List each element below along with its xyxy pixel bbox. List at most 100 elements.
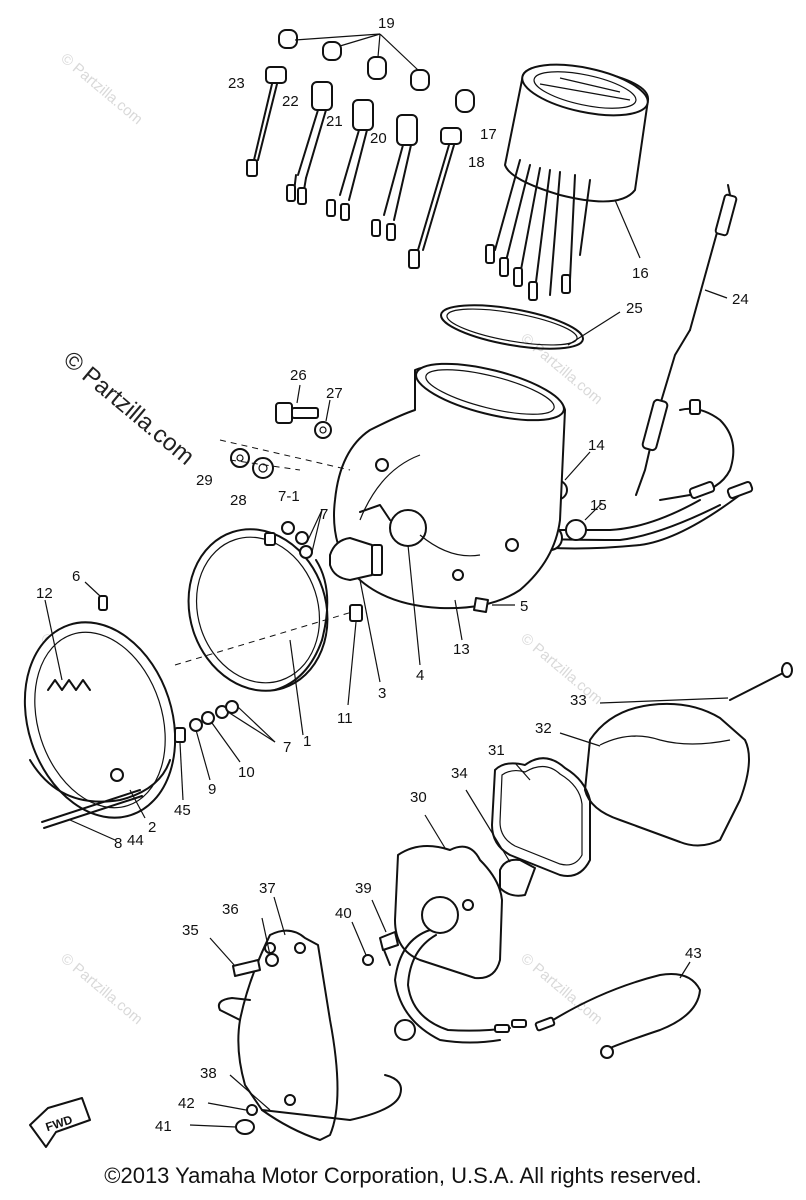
label-25: 25 (626, 300, 643, 317)
part-26-bolt (275, 384, 319, 424)
part-3-bulb (329, 537, 383, 683)
part-17-bulb (455, 89, 475, 113)
part-25-ring (440, 304, 621, 350)
label-18: 18 (468, 154, 485, 171)
part-43-ground-lead (534, 961, 701, 1059)
label-39: 39 (355, 880, 372, 897)
label-31: 31 (488, 742, 505, 759)
part-29-washer (230, 448, 250, 468)
label-40: 40 (335, 905, 352, 922)
label-20: 20 (370, 130, 387, 147)
copyright-footer: ©2013 Yamaha Motor Corporation, U.S.A. A… (104, 1163, 702, 1188)
label-16: 16 (632, 265, 649, 282)
part-31-gasket (491, 757, 591, 877)
part-12-spring (44, 599, 91, 691)
label-13: 13 (453, 641, 470, 658)
part-16-meter (485, 63, 650, 301)
label-41: 41 (155, 1118, 172, 1135)
part-4-socket (407, 544, 421, 666)
label-19: 19 (378, 15, 395, 32)
watermark: © Partzilla.com (517, 630, 605, 708)
part-6-screw (84, 581, 108, 611)
part-33-screw (599, 662, 793, 704)
label-7-1: 7-1 (278, 488, 300, 505)
part-13-headlight-case (333, 362, 566, 641)
part-20-socket (371, 114, 418, 241)
part-18-socket (408, 127, 462, 269)
label-29: 29 (196, 472, 213, 489)
label-33: 33 (570, 692, 587, 709)
label-5: 5 (520, 598, 528, 615)
part-44-washer (110, 768, 124, 782)
label-9: 9 (208, 781, 216, 798)
label-37: 37 (259, 880, 276, 897)
label-42: 42 (178, 1095, 195, 1112)
label-8: 8 (114, 835, 122, 852)
part-5-screw (473, 597, 515, 613)
label-30: 30 (410, 789, 427, 806)
part-32-lens (559, 702, 750, 847)
label-21: 21 (326, 113, 343, 130)
part-19-caps (278, 29, 430, 91)
label-26: 26 (290, 367, 307, 384)
part-30-base (394, 814, 503, 980)
part-36-washer (261, 917, 279, 967)
watermark: © Partzilla.com (57, 950, 145, 1028)
watermark: © Partzilla.com (517, 950, 605, 1028)
label-7-top: 7 (320, 506, 328, 523)
label-38: 38 (200, 1065, 217, 1082)
part-40-washer (351, 921, 374, 966)
part-23-socket (246, 66, 287, 177)
label-15: 15 (590, 497, 607, 514)
part-41-nut (189, 1119, 255, 1135)
part-27-washer (314, 399, 332, 439)
label-17: 17 (480, 126, 497, 143)
label-27: 27 (326, 385, 343, 402)
part-8-bolt (41, 789, 143, 841)
label-23: 23 (228, 75, 245, 92)
part-7-screws (295, 509, 323, 559)
label-11: 11 (337, 710, 353, 727)
label-14: 14 (588, 437, 605, 454)
part-45-spacer (174, 727, 186, 801)
label-12: 12 (36, 585, 53, 602)
watermark: © Partzilla.com (57, 50, 145, 128)
label-45: 45 (174, 802, 191, 819)
fwd-arrow: FWD (29, 1097, 91, 1148)
part-34-bulb (465, 789, 536, 897)
label-7-bottom: 7 (283, 739, 291, 756)
part-24-cable (635, 184, 738, 501)
label-2: 2 (148, 819, 156, 836)
part-39-bolt (371, 899, 399, 966)
part-11-adjuster (174, 604, 363, 706)
part-tail-wiring (394, 929, 527, 1044)
part-42-washer (207, 1102, 258, 1116)
part-28-nut (252, 457, 274, 479)
part-10-nut (201, 711, 241, 763)
part-number-labels: 19 23 22 21 20 17 18 16 24 25 26 27 14 2… (36, 15, 749, 1135)
label-1: 1 (303, 733, 311, 750)
assembly-line (219, 439, 351, 471)
part-9-washer (189, 718, 211, 781)
label-6: 6 (72, 568, 80, 585)
part-22-socket (286, 81, 333, 205)
label-35: 35 (182, 922, 199, 939)
label-4: 4 (416, 667, 424, 684)
label-34: 34 (451, 765, 468, 782)
label-44: 44 (127, 832, 144, 849)
part-2-rim (23, 621, 177, 819)
part-21-socket (326, 99, 374, 221)
label-10: 10 (238, 764, 255, 781)
part-7-1-screw (281, 521, 295, 535)
part-1-headlight-unit (187, 528, 329, 736)
watermark-prominent: © Partzilla.com (58, 346, 199, 471)
label-28: 28 (230, 492, 247, 509)
label-24: 24 (732, 291, 749, 308)
label-3: 3 (378, 685, 386, 702)
label-22: 22 (282, 93, 299, 110)
label-43: 43 (685, 945, 702, 962)
part-38-bolt (229, 1074, 271, 1111)
part-37-bracket (217, 896, 402, 1141)
